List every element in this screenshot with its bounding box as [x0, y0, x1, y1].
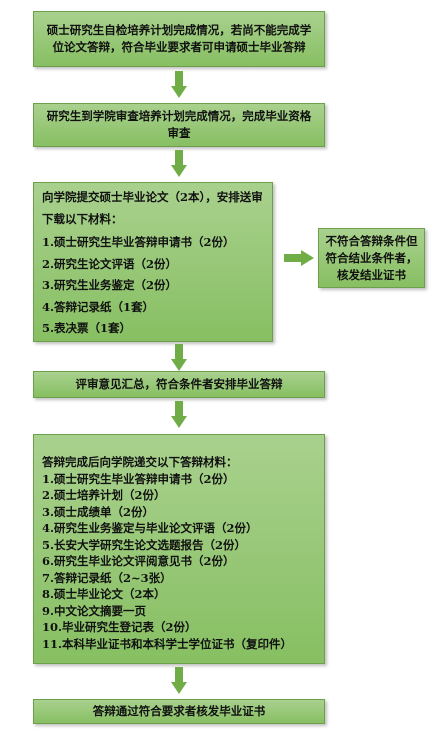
- step-review-summary-text: 评审意见汇总，符合条件者安排毕业答辩: [75, 377, 283, 391]
- step-submit-defense-materials-intro: 答辩完成后向学院递交以下答辩材料：: [42, 455, 238, 469]
- arrow-down-icon: [171, 401, 187, 429]
- material-item: 1.硕士研究生毕业答辩申请书（2份）: [42, 235, 235, 249]
- step-self-check: 硕士研究生自检培养计划完成情况，若尚不能完成学位论文答辩，符合毕业要求者可申请硕…: [33, 11, 325, 67]
- material-item: 8.硕士毕业论文（2本）: [42, 587, 166, 601]
- material-item: 4.答辩记录纸（1套）: [42, 299, 155, 314]
- step-qualification-review-text: 研究生到学院审查培养计划完成情况，完成毕业资格审查: [46, 109, 312, 140]
- step-issue-diploma-text: 答辩通过符合要求者核发毕业证书: [92, 704, 266, 718]
- material-item: 2.研究生论文评语（2份）: [42, 256, 178, 271]
- material-item: 6.研究生毕业论文评阅意见书（2份）: [42, 554, 235, 568]
- material-item: 3.研究生业务鉴定（2份）: [42, 278, 178, 292]
- material-item: 5.长安大学研究生论文选题报告（2份）: [42, 537, 247, 552]
- side-completion-certificate-text: 不符合答辩条件但符合结业条件者，核发结业证书: [325, 233, 418, 282]
- material-item: 11.本科毕业证书和本科学士学位证书（复印件）: [42, 636, 293, 651]
- material-item: 7.答辩记录纸（2~3张）: [42, 570, 172, 585]
- arrow-right-icon: [284, 250, 314, 266]
- step-self-check-text: 硕士研究生自检培养计划完成情况，若尚不能完成学位论文答辩，符合毕业要求者可申请硕…: [46, 23, 312, 54]
- material-item: 3.硕士成绩单（2份）: [42, 504, 155, 519]
- material-item: 2.硕士培养计划（2份）: [42, 488, 166, 502]
- step-submit-thesis: 向学院提交硕士毕业论文（2本），安排送审下载以下材料： 1.硕士研究生毕业答辩申…: [33, 182, 273, 342]
- material-item: 9.中文论文摘要一页: [42, 603, 147, 618]
- material-item: 10.毕业研究生登记表（2份）: [42, 620, 197, 634]
- arrow-down-icon: [171, 344, 187, 372]
- arrow-down-icon: [171, 667, 187, 695]
- step-qualification-review: 研究生到学院审查培养计划完成情况，完成毕业资格审查: [33, 103, 325, 147]
- step-issue-diploma: 答辩通过符合要求者核发毕业证书: [33, 699, 325, 724]
- step-submit-thesis-intro: 向学院提交硕士毕业论文（2本），安排送审下载以下材料：: [42, 190, 263, 226]
- side-completion-certificate: 不符合答辩条件但符合结业条件者，核发结业证书: [318, 228, 425, 288]
- arrow-down-icon: [171, 150, 187, 178]
- step-review-summary: 评审意见汇总，符合条件者安排毕业答辩: [33, 371, 325, 398]
- material-item: 4.研究生业务鉴定与毕业论文评语（2份）: [42, 521, 258, 535]
- step-submit-defense-materials: 答辩完成后向学院递交以下答辩材料： 1.硕士研究生毕业答辩申请书（2份） 2.硕…: [33, 434, 325, 664]
- material-item: 1.硕士研究生毕业答辩申请书（2份）: [42, 471, 235, 486]
- material-item: 5.表决票（1套）: [42, 321, 132, 335]
- arrow-down-icon: [171, 71, 187, 99]
